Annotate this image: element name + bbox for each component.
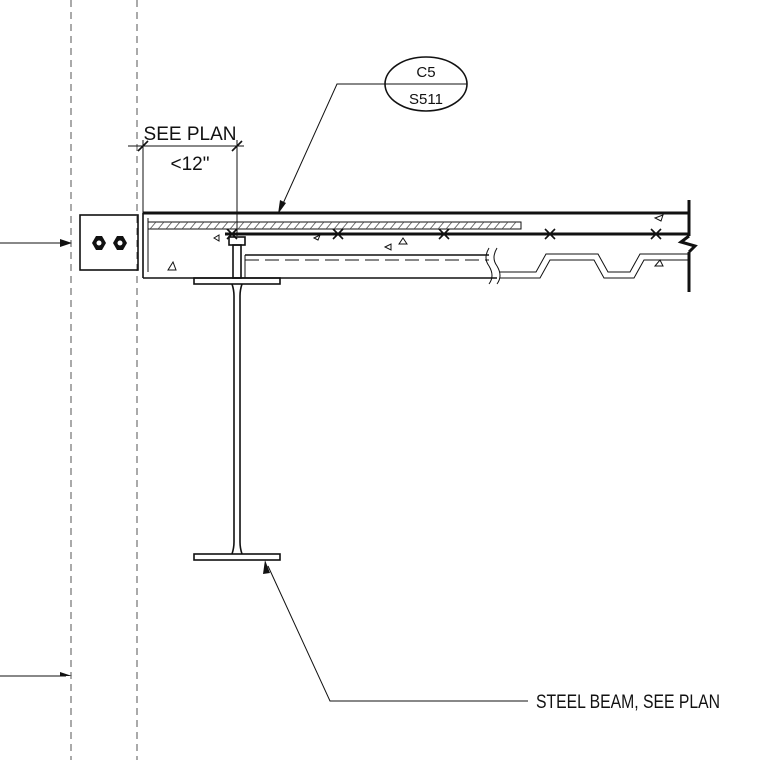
dimension-value: <12" [171, 154, 210, 175]
rebar-tie-icon [544, 228, 556, 240]
bolt-icon [113, 236, 127, 250]
beam-note-leader [263, 560, 528, 702]
bolt-icon [92, 236, 106, 250]
dimension-line [128, 140, 244, 236]
rebar-tie-icon [650, 228, 662, 240]
left-arrow-top [0, 239, 72, 247]
shear-stud [228, 236, 246, 279]
callout-sheet-number: S511 [409, 91, 443, 108]
concrete-slab [142, 200, 698, 292]
callout-leader [278, 83, 385, 214]
connection-plate [79, 214, 139, 271]
callout-detail-number: C5 [416, 64, 435, 81]
beam-note: STEEL BEAM, SEE PLAN [536, 692, 720, 713]
rebar-tie-icon [332, 228, 344, 240]
left-arrow-bottom [0, 672, 72, 677]
steel-beam [193, 277, 281, 561]
dimension-label: SEE PLAN [144, 124, 237, 145]
rebar-tie-icon [438, 228, 450, 240]
